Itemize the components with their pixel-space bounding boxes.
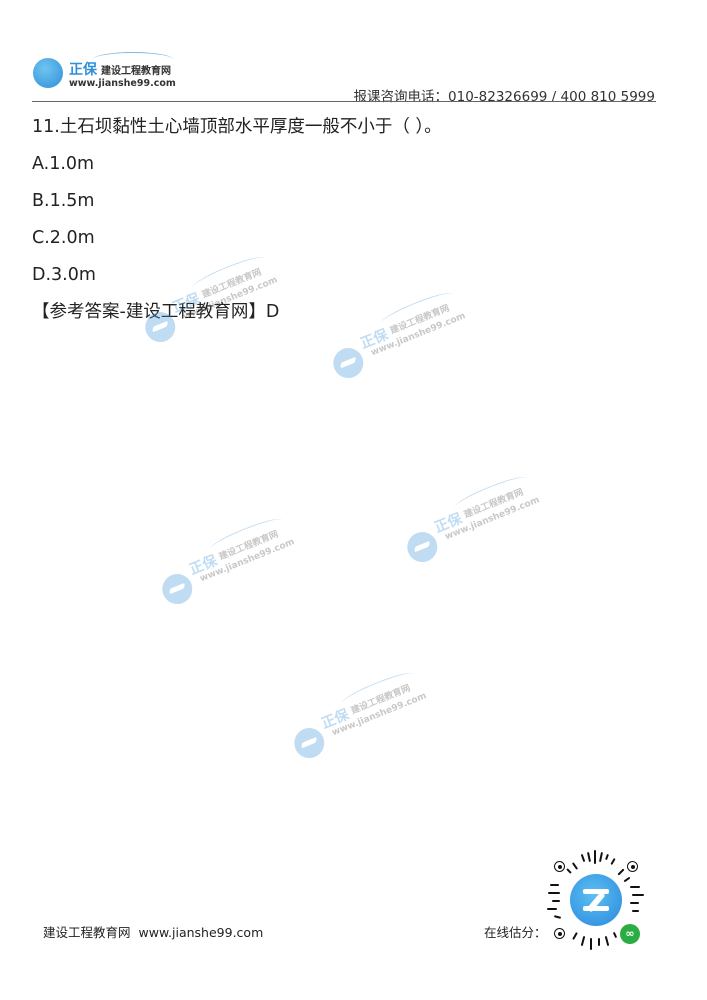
footer-site-info: 建设工程教育网 www.jianshe99.com bbox=[43, 922, 263, 941]
qr-bar bbox=[586, 851, 592, 863]
miniprogram-qr-code[interactable]: ∞ bbox=[544, 848, 648, 952]
qr-bar bbox=[605, 853, 609, 861]
qr-bar bbox=[548, 892, 560, 894]
qr-bar bbox=[552, 900, 560, 902]
option-c: C.2.0m bbox=[32, 228, 95, 248]
brand-logo[interactable]: 正保 建设工程教育网 www.jianshe99.com bbox=[33, 52, 183, 94]
qr-bar bbox=[612, 931, 618, 939]
question-block: 11.土石坝黏性土心墙顶部水平厚度一般不小于（ ）。 A.1.0m B.1.5m… bbox=[32, 112, 672, 334]
qr-bar bbox=[604, 935, 610, 947]
header-divider bbox=[32, 101, 656, 102]
qr-bar bbox=[580, 935, 586, 947]
watermark-logo-icon bbox=[140, 307, 180, 347]
qr-bar bbox=[610, 857, 616, 866]
qr-bar bbox=[617, 868, 625, 876]
qr-bar bbox=[571, 862, 579, 870]
qr-bar bbox=[550, 884, 559, 886]
watermark-logo-icon bbox=[402, 527, 442, 567]
qr-bar bbox=[630, 886, 640, 888]
qr-finder-eye bbox=[554, 861, 565, 872]
logo-z-icon bbox=[33, 58, 63, 88]
question-stem: 11.土石坝黏性土心墙顶部水平厚度一般不小于（ ）。 bbox=[32, 117, 442, 137]
watermark-logo-icon bbox=[289, 723, 329, 763]
logo-brand-text: 正保 bbox=[69, 62, 97, 78]
online-estimate-label: 在线估分： bbox=[484, 925, 547, 940]
qr-center-logo-icon bbox=[570, 874, 622, 926]
phone-label: 报课咨询电话： bbox=[353, 89, 449, 105]
footer-site-url[interactable]: www.jianshe99.com bbox=[138, 925, 264, 940]
qr-bar bbox=[547, 908, 557, 910]
logo-site-name: 建设工程教育网 bbox=[101, 66, 171, 77]
watermark-logo-icon bbox=[157, 569, 197, 609]
qr-finder-eye bbox=[627, 861, 638, 872]
qr-bar bbox=[594, 850, 596, 864]
logo-url: www.jianshe99.com bbox=[69, 78, 176, 89]
option-a: A.1.0m bbox=[32, 154, 95, 174]
watermark: 正保 建设工程教育网 www.jianshe99.com bbox=[395, 466, 547, 574]
logo-arc-decoration bbox=[93, 52, 173, 67]
qr-bar bbox=[598, 851, 604, 863]
qr-bar bbox=[566, 868, 572, 874]
qr-bar bbox=[553, 915, 562, 919]
qr-bar bbox=[590, 938, 592, 950]
consult-phone: 报课咨询电话：010-82326699 / 400 810 5999 bbox=[354, 85, 655, 105]
page-header: 正保 建设工程教育网 www.jianshe99.com 报课咨询电话：010-… bbox=[0, 0, 707, 105]
qr-bar bbox=[630, 902, 639, 904]
miniprogram-badge-icon: ∞ bbox=[620, 924, 640, 944]
qr-bar bbox=[580, 853, 586, 863]
qr-bar bbox=[623, 876, 631, 883]
footer-site-name: 建设工程教育网 bbox=[43, 925, 131, 940]
qr-bar bbox=[632, 894, 644, 896]
watermark-logo-icon bbox=[328, 343, 368, 383]
option-d: D.3.0m bbox=[32, 265, 96, 285]
qr-logo-stroke bbox=[586, 891, 606, 913]
qr-bar bbox=[572, 932, 578, 940]
qr-finder-eye bbox=[554, 928, 565, 939]
option-b: B.1.5m bbox=[32, 191, 95, 211]
qr-bar bbox=[598, 938, 600, 946]
phone-numbers: 010-82326699 / 400 810 5999 bbox=[448, 89, 655, 105]
qr-bar bbox=[632, 910, 639, 912]
watermark: 正保 建设工程教育网 www.jianshe99.com bbox=[150, 508, 302, 616]
watermark: 正保 建设工程教育网 www.jianshe99.com bbox=[282, 662, 434, 770]
